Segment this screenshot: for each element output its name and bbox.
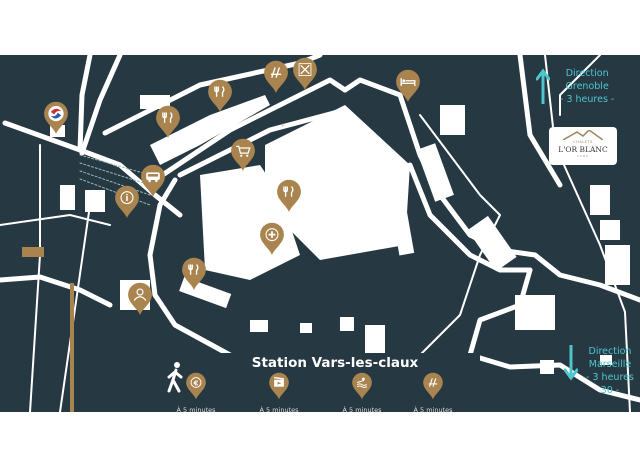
pin-marker — [396, 69, 420, 102]
svg-text:€: € — [193, 379, 199, 387]
mountain-logo-icon — [563, 130, 603, 140]
map-pin-bus[interactable] — [141, 164, 165, 197]
pin-marker — [260, 222, 284, 255]
direction-city: Grenoble — [565, 81, 609, 92]
pin-marker — [231, 138, 255, 171]
map-pin-shopping-cart[interactable] — [231, 138, 255, 171]
map-pin-medical-plus[interactable] — [260, 222, 284, 255]
direction-marseille: Direction Marseille - 3 heures 30 - — [562, 345, 640, 397]
arrow-up-icon — [536, 68, 550, 104]
ski-school-icon — [48, 105, 64, 122]
ski-rental-icon — [428, 378, 438, 387]
amenity-distance: À 5 minutes — [413, 406, 453, 414]
road — [152, 77, 348, 183]
building — [140, 95, 170, 109]
amenity-cinema: À 5 minutes — [249, 372, 309, 414]
direction-time: - 3 heures - — [560, 94, 615, 105]
restaurant-icon — [188, 264, 199, 275]
road — [77, 55, 93, 153]
hotel-bed-icon — [400, 78, 416, 86]
map-pin-restaurant[interactable] — [156, 105, 180, 138]
pin-marker — [141, 164, 165, 197]
parking-label: P — [282, 123, 285, 128]
map-pin-hotel-bed[interactable] — [396, 69, 420, 102]
info-icon: i — [120, 191, 134, 205]
pin-marker — [115, 185, 139, 218]
walking-person-icon — [167, 362, 183, 393]
path-marker — [70, 283, 74, 412]
station-panel: Station Vars-les-claux € À 5 minutes À 5 m… — [160, 353, 480, 414]
pin-marker — [128, 282, 152, 315]
pin-marker — [277, 179, 301, 212]
shopping-cart-icon — [236, 145, 251, 157]
map-pin-ski-room[interactable] — [293, 57, 317, 90]
road — [0, 274, 113, 308]
direction-label: Direction — [588, 346, 632, 357]
pin-marker — [182, 257, 206, 290]
restaurant-icon — [214, 86, 225, 97]
restaurant-icon — [283, 186, 294, 197]
ski-rental-icon — [270, 67, 282, 78]
svg-text:i: i — [126, 194, 129, 204]
direction-grenoble: Direction Grenoble - 3 heures - — [532, 67, 614, 106]
pin-marker — [186, 372, 206, 400]
restaurant-icon — [162, 112, 173, 123]
map[interactable]: P P i Direction Grenoble - 3 heures - Di… — [0, 55, 640, 412]
doctor-icon — [133, 288, 147, 301]
bus-icon — [146, 172, 160, 183]
road — [517, 55, 563, 188]
road — [177, 107, 348, 178]
logo-small-text: CHALETS — [573, 140, 593, 144]
map-pin-ski-school[interactable] — [44, 101, 68, 134]
logo-name: L'OR BLANC — [558, 145, 608, 154]
map-pin-restaurant[interactable] — [208, 79, 232, 112]
map-pin-ski-rental[interactable] — [264, 60, 288, 93]
building — [200, 165, 300, 280]
amenity-pin: € — [186, 372, 206, 400]
direction-time: - 3 heures 30 - — [586, 372, 634, 396]
map-pin-info[interactable]: i — [115, 185, 139, 218]
building — [265, 105, 410, 260]
pin-marker — [208, 79, 232, 112]
ski-room-icon — [298, 63, 312, 76]
road — [407, 162, 533, 273]
cinema-icon — [274, 376, 284, 387]
lor-blanc-logo: CHALETS L'OR BLANC VARS — [549, 127, 617, 165]
euro-icon: € — [190, 377, 202, 388]
amenity-distance: À 5 minutes — [259, 406, 299, 414]
road — [79, 55, 123, 156]
map-pin-doctor[interactable] — [128, 282, 152, 315]
amenity-pin — [352, 372, 372, 400]
amenity-distance: À 5 minutes — [342, 406, 382, 414]
swimming-pool-icon — [356, 377, 368, 388]
amenity-distance: À 5 minutes — [176, 406, 216, 414]
map-pin-restaurant[interactable] — [277, 179, 301, 212]
direction-label: Direction — [565, 68, 609, 79]
chalet-marker — [22, 247, 44, 257]
road — [467, 267, 640, 403]
pin-marker — [293, 57, 317, 90]
building — [150, 95, 270, 165]
amenity-pin — [423, 372, 443, 400]
amenity-swimming-pool: À 5 minutes — [332, 372, 392, 414]
arrow-down-icon — [564, 345, 578, 381]
pin-marker — [352, 372, 372, 400]
amenity-pin — [269, 372, 289, 400]
logo-sub-text: VARS — [577, 154, 589, 158]
direction-city: Marseille — [588, 359, 632, 370]
amenity-ski-rental: À 5 minutes — [403, 372, 463, 414]
map-base: P P i — [0, 55, 640, 412]
map-pin-restaurant[interactable] — [182, 257, 206, 290]
station-title: Station Vars-les-claux — [251, 355, 419, 371]
pin-marker — [156, 105, 180, 138]
road — [342, 77, 640, 303]
amenity-euro: € À 5 minutes — [166, 372, 226, 414]
medical-plus-icon — [265, 228, 279, 242]
